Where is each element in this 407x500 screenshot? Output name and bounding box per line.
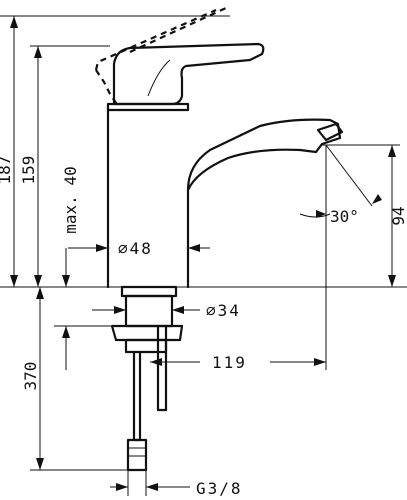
body-diameter-label: ⌀48 xyxy=(118,239,153,258)
faucet-outline xyxy=(94,7,344,472)
spout-reach-label: 119 xyxy=(212,353,247,372)
spout-height-label: 159 xyxy=(19,156,38,185)
dimension-lines xyxy=(0,15,400,496)
thread-label: G3/8 xyxy=(196,479,243,498)
max-depth-label: max. 40 xyxy=(61,166,80,233)
angle-label: 30° xyxy=(330,207,359,226)
shank-diameter-label: ⌀34 xyxy=(206,301,241,320)
total-height-label: 187 xyxy=(0,156,14,185)
hose-length-label: 370 xyxy=(21,362,40,391)
outlet-height-label: 94 xyxy=(389,206,407,225)
